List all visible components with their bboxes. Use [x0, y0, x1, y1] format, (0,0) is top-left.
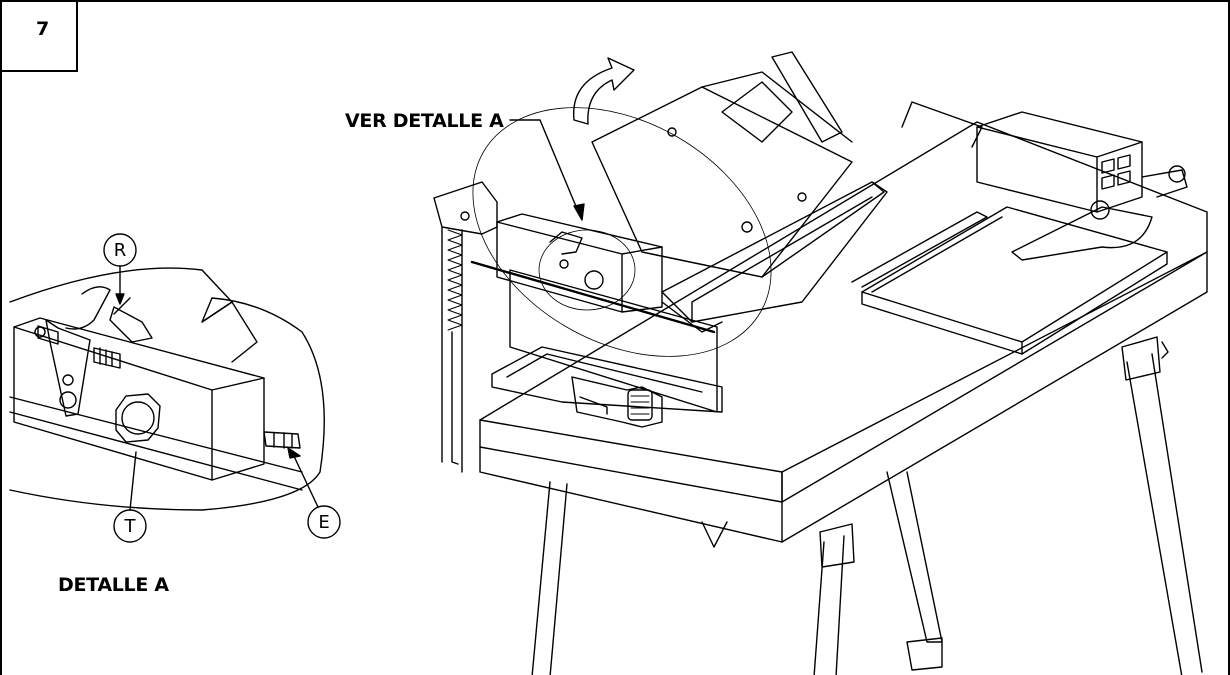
saw-rail-left: [851, 211, 988, 288]
saw-leg-rear-left: [886, 471, 943, 643]
saw-motor: [571, 376, 663, 428]
detail-title: DETALLE A: [58, 574, 169, 596]
step-number: 7: [36, 18, 50, 40]
detail-outlet-e: [263, 431, 301, 449]
saw-sliding-plate: [861, 206, 1168, 343]
callout-e-label: E: [318, 512, 329, 533]
saw-leg-front-left: [531, 481, 568, 675]
saw-leg-rear-right: [1126, 353, 1203, 675]
callout-e-circle: [307, 505, 341, 539]
saw-drawing: [433, 51, 1208, 675]
saw-protractor: [1011, 206, 1153, 261]
detail-wing-clip: [65, 286, 111, 330]
saw-fence-block: [976, 111, 1143, 213]
rotation-arrow: [572, 57, 635, 125]
saw-carriage: [661, 181, 888, 323]
detail-callouts: [103, 233, 341, 543]
saw-blade-guard: [591, 86, 853, 278]
saw-leg-front-right: [813, 535, 845, 675]
detail-hose-r: [109, 306, 153, 343]
detail-crop-outline: [9, 267, 325, 511]
saw-arm: [496, 213, 663, 313]
saw-splash-guard: [509, 269, 718, 413]
detail-tube-body: [13, 317, 265, 481]
saw-rotation-ellipse: [472, 107, 772, 357]
step-number-box: 7: [2, 2, 78, 72]
saw-rail-right: [871, 216, 1003, 293]
callout-r-label: R: [114, 240, 127, 261]
detail-table-surface: [9, 396, 303, 491]
callout-t-label: T: [124, 516, 137, 537]
see-detail-leader: [509, 119, 585, 221]
saw-left-post: [433, 181, 498, 235]
detail-a-drawing: [9, 267, 325, 511]
saw-water-tray: [491, 346, 723, 413]
saw-spring: [447, 229, 463, 331]
detail-hex-plug-t: [115, 393, 161, 443]
saw-table-top: [479, 121, 1208, 473]
see-detail-label: VER DETALLE A: [345, 110, 504, 132]
